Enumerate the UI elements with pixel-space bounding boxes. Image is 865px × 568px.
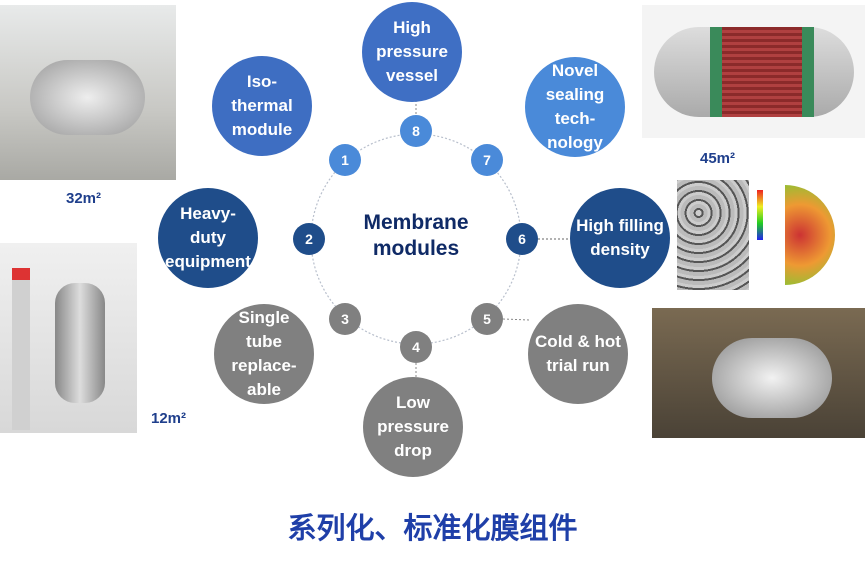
number-badge-3: 3 [329, 303, 361, 335]
feature-cold-hot-trial: Cold & hot trial run [528, 304, 628, 404]
area-label-32: 32m² [66, 190, 102, 207]
center-title: Membrane modules [363, 211, 469, 260]
number-badge-7: 7 [471, 144, 503, 176]
photo-12m2-module [0, 243, 137, 433]
footer-title: 系列化、标准化膜组件 [287, 513, 578, 545]
number-badge-4: 4 [400, 331, 432, 363]
photo-32m2-module [0, 5, 176, 180]
feature-high-filling-density: High filling density [570, 188, 670, 288]
feature-high-pressure-vessel: High pressure vessel [362, 2, 462, 102]
area-label-12: 12m² [151, 410, 187, 427]
cfd-simulation-image [755, 180, 865, 290]
photo-tube-sheet [677, 180, 749, 290]
feature-isothermal-module: Iso-thermal module [212, 56, 312, 156]
number-badge-2: 2 [293, 223, 325, 255]
area-label-45: 45m² [700, 150, 736, 167]
number-badge-6: 6 [506, 223, 538, 255]
number-badge-1: 1 [329, 144, 361, 176]
feature-novel-sealing: Novel sealing tech-nology [525, 57, 625, 157]
feature-heavy-duty: Heavy-duty equipment [158, 188, 258, 288]
photo-45m2-drawing [642, 5, 865, 138]
number-badge-5: 5 [471, 303, 503, 335]
number-badge-8: 8 [400, 115, 432, 147]
feature-low-pressure-drop: Low pressure drop [363, 377, 463, 477]
photo-installed-module [652, 308, 865, 438]
feature-single-tube: Single tube replace-able [214, 304, 314, 404]
